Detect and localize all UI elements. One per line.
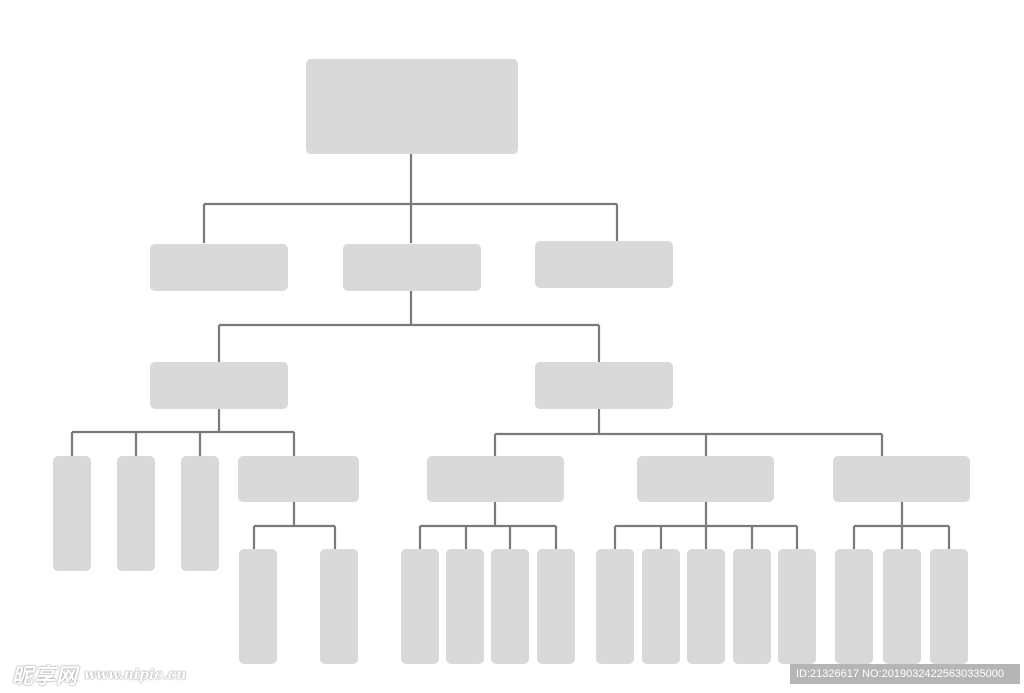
- level5-tall-node-r3-3: [930, 549, 968, 664]
- level4-r1-connector: [418, 502, 558, 549]
- level5-tall-node-r2-2: [642, 549, 680, 664]
- image-id-bar: ID:21326617 NO:20190324225630335000: [790, 664, 1020, 684]
- image-id-text: ID:21326617 NO:20190324225630335000: [796, 668, 1004, 680]
- level4-node-r3: [833, 456, 970, 502]
- level5-tall-node-r1-4: [537, 549, 575, 664]
- level4-tall-node-3: [181, 456, 219, 571]
- level4-node-r2: [637, 456, 774, 502]
- level4-left-wide-connector: [252, 502, 337, 549]
- level2-node-right: [535, 241, 673, 288]
- level4-r2-connector: [613, 502, 799, 549]
- watermark-logo: 昵享网 www.nipic.cn: [12, 662, 186, 688]
- level5-tall-node-b: [320, 549, 358, 664]
- root-node: [306, 59, 518, 154]
- level5-tall-node-r2-3: [687, 549, 725, 664]
- level5-tall-node-r1-2: [446, 549, 484, 664]
- level5-tall-node-a: [239, 549, 277, 664]
- level5-tall-node-r2-4: [733, 549, 771, 664]
- level3-left-connector: [70, 409, 296, 456]
- level4-r3-connector: [852, 502, 951, 549]
- level5-tall-node-r1-3: [491, 549, 529, 664]
- level4-tall-node-1: [53, 456, 91, 571]
- level5-tall-node-r2-1: [596, 549, 634, 664]
- watermark-url: www.nipic.cn: [84, 667, 187, 683]
- level4-tall-node-2: [117, 456, 155, 571]
- level2-node-left: [150, 244, 288, 291]
- level5-tall-node-r2-5: [778, 549, 816, 664]
- level5-tall-node-r3-1: [835, 549, 873, 664]
- level3-right-connector: [493, 409, 884, 456]
- watermark-logo-text: 昵享网: [12, 663, 78, 688]
- level5-tall-node-r3-2: [883, 549, 921, 664]
- level4-node-r1: [427, 456, 564, 502]
- level2-connector: [217, 291, 601, 362]
- level5-tall-node-r1-1: [401, 549, 439, 664]
- level2-node-center: [343, 244, 481, 291]
- level4-node-left-wide: [238, 456, 359, 502]
- level3-node-left: [150, 362, 288, 409]
- root-connector: [202, 154, 619, 243]
- level3-node-right: [535, 362, 673, 409]
